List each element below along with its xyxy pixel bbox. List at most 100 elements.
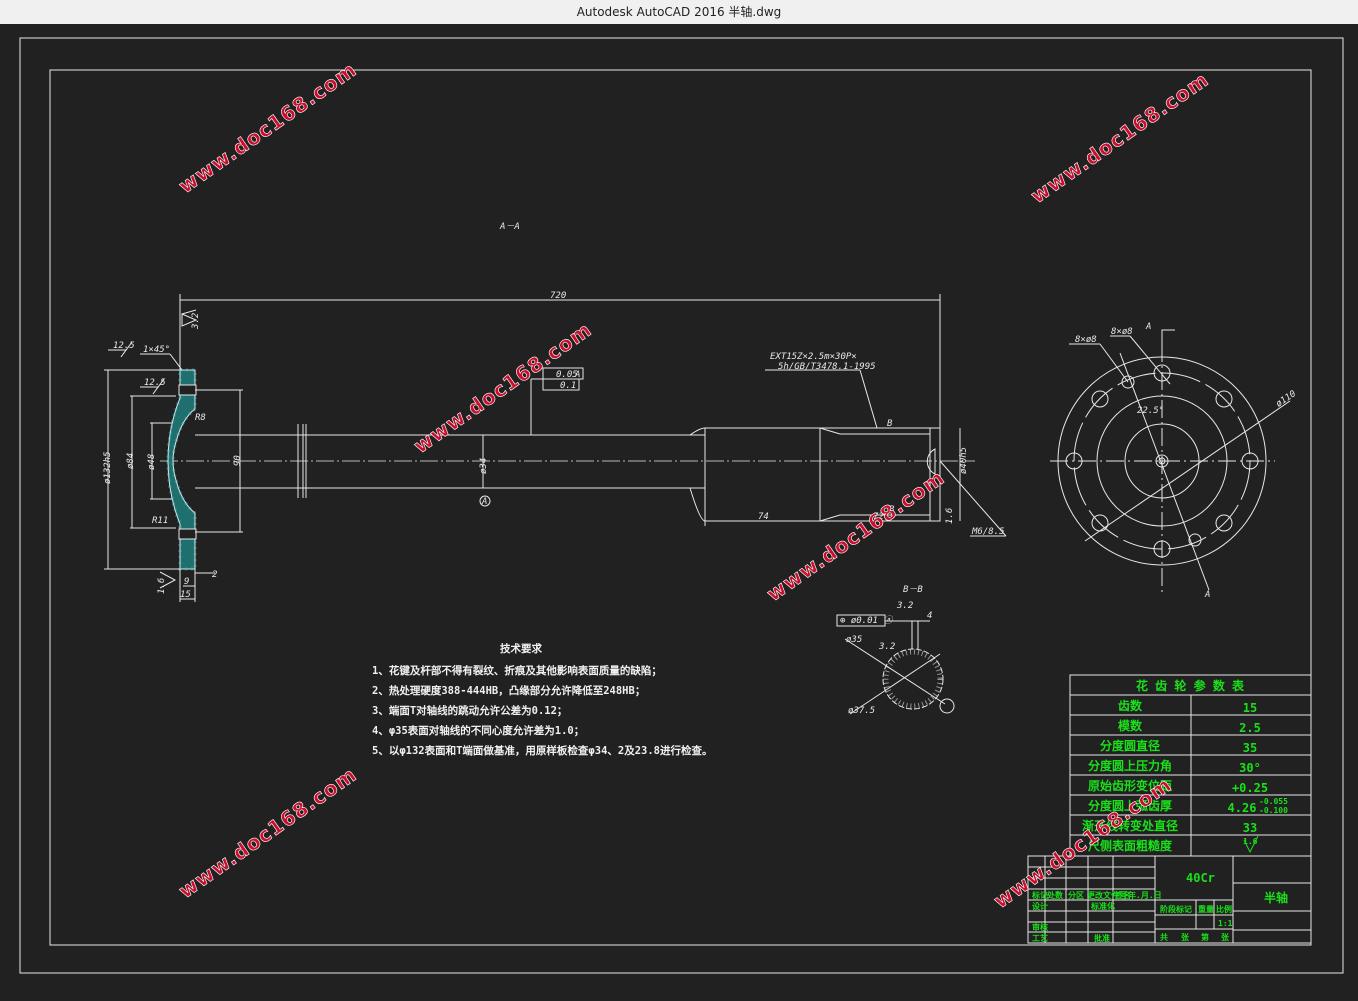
tb-standard: 标准化: [1090, 901, 1115, 911]
bb-position-tol: ⊕ ø0.01 ⓐ: [840, 615, 894, 626]
svg-text:A: A: [574, 370, 580, 380]
section-b-top: B: [887, 419, 893, 429]
requirement-5: 5、以φ132表面和T端面做基准，用原样板检查φ34、2及23.8进行检查。: [372, 744, 713, 757]
param-value: 4.26: [1228, 801, 1257, 815]
holes-label-b: 8×ø8: [1111, 327, 1133, 337]
dim-r8: R8: [195, 413, 206, 423]
roughness-value: 1.6: [1243, 837, 1258, 846]
tb-scale: 1:1: [1218, 919, 1233, 928]
tb-header: 签名: [1114, 890, 1131, 900]
svg-text:12.5: 12.5: [144, 378, 166, 388]
param-value: 2.5: [1239, 721, 1261, 735]
svg-text:1.6: 1.6: [945, 508, 955, 524]
param-label: 原始齿形变位距: [1088, 778, 1172, 793]
dim-d48: ø48: [147, 454, 157, 470]
outer-frame: [19, 37, 1344, 974]
shaft-main-view[interactable]: 720 ø34 A 0.05 A 0.1 74 72 ø40h5 B B EXT…: [103, 291, 1007, 602]
param-label: 齿数: [1118, 698, 1143, 713]
section-bb-label: B－B: [903, 585, 923, 595]
watermark: www.doc168.com: [1026, 67, 1213, 208]
param-label: 分度圆直径: [1100, 738, 1160, 753]
flange-end-view[interactable]: 8×ø8 8×ø8 ø110 22.5° A A: [1050, 322, 1298, 600]
param-table-title: 花 齿 轮 参 数 表: [1136, 678, 1245, 693]
tb-scale-label: 比例: [1216, 904, 1232, 914]
tb-header: 处数: [1046, 890, 1064, 900]
section-a-mark-top: A: [1145, 322, 1151, 332]
tb-design: 设计: [1032, 901, 1048, 911]
svg-text:4: 4: [927, 611, 932, 621]
dim-chamfer: 1×45°: [143, 345, 170, 355]
param-value: 33: [1243, 821, 1257, 835]
dim-720: 720: [550, 291, 566, 301]
dim-flange-od: ø132h5: [103, 451, 113, 484]
requirement-4: 4、φ35表面对轴线的不同心度允许差为1.0；: [372, 724, 584, 737]
svg-text:3.2: 3.2: [191, 313, 201, 330]
param-label: 尺侧表面粗糙度: [1088, 838, 1173, 853]
dim-d84: ø84: [126, 453, 136, 469]
param-label: 分度圆上弧齿厚: [1088, 798, 1172, 813]
inner-frame: [49, 69, 1312, 946]
dim-9: 9: [184, 577, 189, 587]
dim-74: 74: [758, 512, 769, 522]
dim-d34: ø34: [479, 458, 489, 474]
section-bb-view[interactable]: B－B ⊕ ø0.01 ⓐ 3.2 4 3.2 ø35 ø37.5: [836, 585, 955, 716]
tol-runout: 0.05: [556, 370, 578, 380]
dim-r11: R11: [152, 516, 168, 526]
center-hole-note: M6/8.5: [971, 527, 1005, 537]
tb-stage: 阶段标记: [1160, 904, 1192, 914]
watermark: www.doc168.com: [174, 57, 361, 198]
title-block: 标记 处数 分区 更改文件号 签名 年.月.日 设计 标准化 审核 工艺 批准 …: [1027, 855, 1312, 944]
param-label: 分度圆上压力角: [1088, 758, 1172, 773]
tb-process: 工艺: [1032, 933, 1048, 943]
requirements-title: 技术要求: [500, 642, 542, 655]
dim-angle: 22.5°: [1137, 406, 1164, 416]
window-title: Autodesk AutoCAD 2016 半轴.dwg: [576, 5, 782, 19]
section-a-mark-bottom: A: [1204, 590, 1210, 600]
tb-header: 标记: [1031, 890, 1048, 900]
dim-90: 90: [233, 455, 243, 466]
section-aa-label: A－A: [499, 222, 520, 232]
tb-sheets: 张: [1221, 933, 1230, 942]
tb-approve: 批准: [1094, 933, 1110, 943]
section-b-bottom: B: [889, 505, 895, 515]
flange-hole-top: [178, 384, 197, 396]
dim-pcd: ø110: [1274, 389, 1298, 409]
drawing-canvas[interactable]: A－A 720 ø34 A 0.05 A 0.1: [0, 24, 1358, 997]
param-label: 模数: [1118, 718, 1143, 733]
tb-header: 更改文件号: [1087, 890, 1127, 900]
param-value: 30°: [1239, 761, 1261, 775]
tb-sheets: 张: [1181, 933, 1190, 942]
holes-label-a: 8×ø8: [1075, 335, 1097, 345]
spline-note-2: 5h/GB/T3478.1-1995: [778, 362, 876, 372]
tb-review: 审核: [1032, 922, 1048, 932]
requirement-2: 2、热处理硬度388-444HB，凸缘部分允许降低至248HB；: [372, 684, 645, 697]
param-label: 渐开线转变处直径: [1082, 818, 1178, 833]
tb-weight: 重量: [1198, 904, 1214, 914]
dim-15: 15: [180, 590, 191, 600]
flange-hatch: [166, 368, 197, 571]
param-value: +0.25: [1232, 781, 1268, 795]
spline-parameter-table: 花 齿 轮 参 数 表 齿数 15 模数 2.5 分度圆直径 35 分度圆上压力…: [1069, 674, 1312, 857]
bb-d37: ø37.5: [848, 706, 875, 716]
requirement-3: 3、端面T对轴线的跳动允许公差为0.12；: [372, 704, 567, 717]
cad-drawing[interactable]: A－A 720 ø34 A 0.05 A 0.1: [0, 24, 1358, 997]
tol-lower: -0.100: [1259, 806, 1288, 815]
tb-sheets: 第: [1201, 932, 1209, 942]
requirement-1: 1、花键及杆部不得有裂纹、折痕及其他影响表面质量的缺陷；: [372, 664, 662, 677]
svg-text:3.2: 3.2: [878, 642, 895, 652]
bb-d35: ø35: [846, 635, 862, 645]
tb-header: 年.月.日: [1128, 890, 1162, 900]
svg-text:3.2: 3.2: [896, 601, 913, 611]
tol-upper: -0.055: [1259, 797, 1288, 806]
watermarks: www.doc168.com www.doc168.com www.doc168…: [174, 57, 1214, 914]
window-title-bar: Autodesk AutoCAD 2016 半轴.dwg: [0, 0, 1358, 24]
dim-d40: ø40h5: [959, 447, 969, 474]
tb-header: 分区: [1068, 890, 1084, 900]
tb-sheets: 共: [1160, 932, 1168, 942]
tb-part-name: 半轴: [1264, 890, 1288, 905]
spline-note-1: EXT15Z×2.5m×30P×: [770, 352, 857, 362]
svg-text:12.5: 12.5: [113, 341, 135, 351]
tb-material: 40Cr: [1186, 871, 1215, 885]
technical-requirements: 技术要求 1、花键及杆部不得有裂纹、折痕及其他影响表面质量的缺陷； 2、热处理硬…: [372, 642, 713, 757]
svg-text:A: A: [481, 497, 487, 507]
